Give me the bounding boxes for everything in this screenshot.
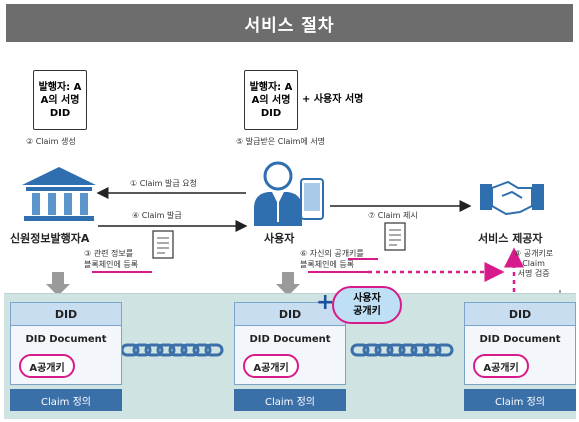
- node-doc-title: DID Document: [249, 334, 331, 345]
- step-2-label: ② Claim 생성: [26, 137, 76, 146]
- phone-icon: [300, 178, 324, 220]
- issuer-label: 신원정보발행자A: [10, 232, 90, 245]
- highlight-underline: [92, 271, 152, 273]
- user-claim-document: 발행자: A A의 서명 DID: [244, 70, 298, 130]
- claim-paper-icon: [152, 230, 174, 259]
- blockchain-node-1: DID DID Document A공개키 Claim 정의: [10, 302, 122, 411]
- claim-paper-icon: [384, 222, 406, 251]
- node-claim-definition: Claim 정의: [234, 389, 346, 411]
- key-line: 사용자: [353, 293, 381, 304]
- step-3-line: 블록체인에 등록: [84, 260, 139, 269]
- step-1-label: ① Claim 발급 요청: [130, 179, 197, 188]
- user-label: 사용자: [264, 232, 295, 245]
- node-did-document: DID Document A공개키: [10, 326, 122, 385]
- step-8-label: ⑧ 공개키로 Claim 서명 검증: [514, 248, 553, 279]
- highlight-underline: [308, 271, 368, 273]
- user-register-arrow: [276, 272, 300, 296]
- node-public-key: A공개키: [19, 354, 75, 378]
- step-6-label: ⑥ 자신의 공개키를 블록체인에 등록: [300, 248, 364, 270]
- node-did: DID: [234, 302, 346, 326]
- doc-line: A의 서명: [251, 94, 291, 106]
- node-claim-definition: Claim 정의: [10, 389, 122, 411]
- step-6-line: ⑥ 자신의 공개키를: [300, 249, 364, 258]
- node-public-key: A공개키: [243, 354, 299, 378]
- step-3-label: ③ 관련 정보를 블록체인에 등록: [84, 248, 138, 270]
- doc-line: 발행자: A: [38, 81, 82, 93]
- blockchain-node-2: DID DID Document A공개키 Claim 정의: [234, 302, 346, 411]
- user-public-key-bubble: 사용자 공개키: [332, 286, 402, 324]
- step-8-line: Claim: [522, 259, 545, 268]
- node-claim-definition: Claim 정의: [464, 389, 576, 411]
- issuer-register-arrow: [46, 272, 70, 296]
- doc-line: 발행자: A: [249, 81, 293, 93]
- issuer-claim-document: 발행자: A A의 서명 DID: [33, 70, 87, 130]
- doc-line: DID: [260, 107, 282, 119]
- node-doc-title: DID Document: [25, 334, 107, 345]
- node-did-document: DID Document A공개키: [464, 326, 576, 385]
- node-public-key: A공개키: [473, 354, 529, 378]
- provider-label: 서비스 제공자: [478, 232, 543, 245]
- node-did: DID: [464, 302, 576, 326]
- node-did: DID: [10, 302, 122, 326]
- chain-link-icon: [120, 343, 224, 357]
- handshake-icon: [480, 180, 544, 216]
- step-6-line: 블록체인에 등록: [300, 260, 355, 269]
- step-8-line: 서명 검증: [517, 269, 550, 278]
- doc-line: A의 서명: [40, 94, 80, 106]
- bank-building-icon: [22, 167, 96, 221]
- user-person-icon: [254, 161, 302, 226]
- step-7-label: ⑦ Claim 제시: [368, 211, 418, 220]
- step-3-line: ③ 관련 정보를: [84, 249, 134, 258]
- chain-link-icon: [350, 343, 454, 357]
- highlight-underline: [348, 258, 378, 260]
- node-doc-title: DID Document: [479, 334, 561, 345]
- page-title: 서비스 절차: [6, 4, 573, 42]
- user-sign-note: + 사용자 서명: [302, 94, 364, 105]
- node-did-document: DID Document A공개키: [234, 326, 346, 385]
- plus-icon: +: [316, 290, 335, 315]
- doc-line: DID: [49, 107, 71, 119]
- key-line: 공개키: [353, 306, 381, 317]
- step-4-label: ④ Claim 발급: [132, 211, 182, 220]
- blockchain-node-3: DID DID Document A공개키 Claim 정의: [464, 302, 576, 411]
- step-8-line: ⑧ 공개키로: [514, 249, 554, 258]
- step-5-label: ⑤ 발급받은 Claim에 서명: [236, 137, 326, 146]
